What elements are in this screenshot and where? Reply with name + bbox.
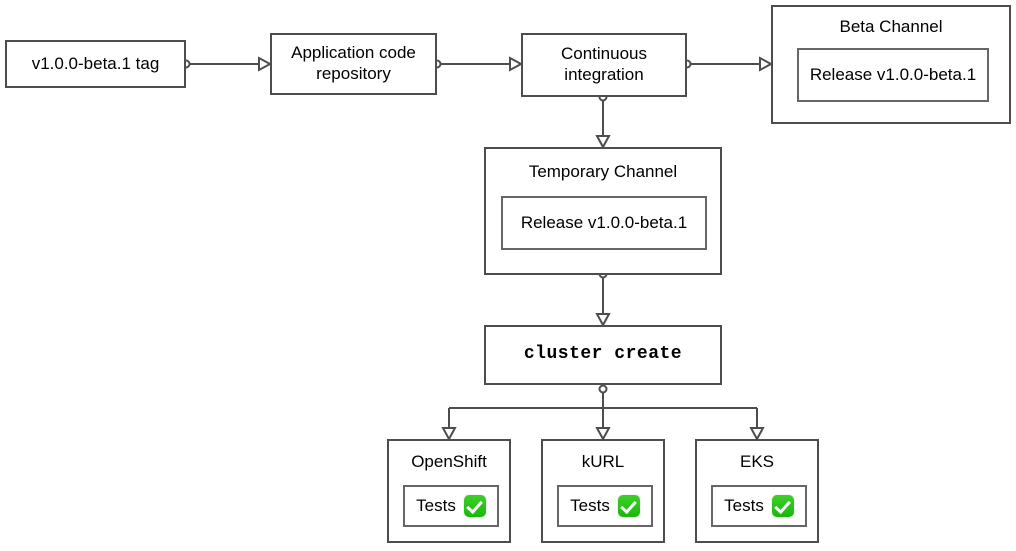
edge-temporary-channel-to-cluster-create — [595, 269, 611, 328]
edge-ci-to-beta-channel — [682, 56, 774, 72]
eks-tests-label: Tests — [724, 496, 764, 515]
edge-ci-to-temporary-channel — [595, 92, 611, 150]
beta-channel-release-label: Release v1.0.0-beta.1 — [809, 65, 977, 84]
node-eks[interactable]: EKS Tests — [695, 439, 819, 543]
white-check-mark-icon — [617, 495, 640, 517]
kurl-tests-label: Tests — [570, 496, 610, 515]
white-check-mark-icon — [771, 495, 794, 517]
node-continuous-integration-label: Continuous integration — [560, 44, 647, 84]
openshift-tests-label: Tests — [416, 496, 456, 515]
eks-tests-box[interactable]: Tests — [711, 485, 807, 527]
node-continuous-integration[interactable]: Continuous integration — [521, 33, 687, 97]
node-tag[interactable]: v1.0.0-beta.1 tag — [5, 40, 186, 88]
node-tag-label: v1.0.0-beta.1 tag — [31, 53, 160, 73]
node-eks-label: EKS — [739, 452, 775, 471]
node-beta-channel-label: Beta Channel — [839, 17, 943, 36]
white-check-mark-icon — [463, 495, 486, 517]
node-kurl[interactable]: kURL Tests — [541, 439, 665, 543]
openshift-tests-box[interactable]: Tests — [403, 485, 499, 527]
node-openshift[interactable]: OpenShift Tests — [387, 439, 511, 543]
beta-channel-release-box[interactable]: Release v1.0.0-beta.1 — [797, 48, 989, 102]
edge-cluster-create-to-platforms — [441, 384, 765, 442]
edge-repo-to-ci — [432, 56, 524, 72]
node-cluster-create[interactable]: cluster create — [484, 325, 722, 385]
node-temporary-channel[interactable]: Temporary Channel Release v1.0.0-beta.1 — [484, 147, 722, 275]
temporary-channel-release-box[interactable]: Release v1.0.0-beta.1 — [501, 196, 707, 250]
edge-tag-to-repo — [181, 56, 273, 72]
temporary-channel-release-label: Release v1.0.0-beta.1 — [520, 213, 688, 232]
node-beta-channel[interactable]: Beta Channel Release v1.0.0-beta.1 — [771, 5, 1011, 124]
node-temporary-channel-label: Temporary Channel — [528, 162, 678, 181]
node-openshift-label: OpenShift — [411, 452, 487, 471]
node-application-code-repository-label: Application code repository — [291, 43, 416, 83]
node-cluster-create-label: cluster create — [523, 344, 683, 365]
node-application-code-repository[interactable]: Application code repository — [270, 33, 437, 95]
kurl-tests-box[interactable]: Tests — [557, 485, 653, 527]
node-kurl-label: kURL — [581, 452, 625, 471]
